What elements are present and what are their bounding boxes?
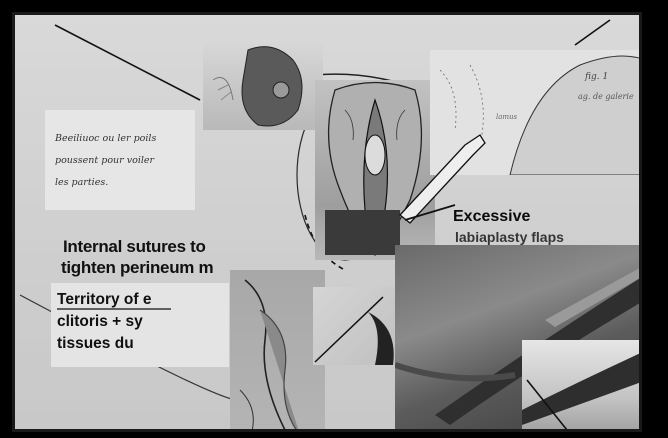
ink-sketch bbox=[230, 270, 325, 432]
incision-closeup-tile bbox=[522, 340, 642, 432]
territory-underline bbox=[51, 283, 229, 367]
heading-internal-sutures: Internal sutures to bbox=[63, 237, 206, 257]
collage-board: Beeiliuoc ou ler poils poussent pour voi… bbox=[12, 12, 642, 432]
heading-excessive-line2: labiaplasty flaps bbox=[455, 229, 564, 245]
heading-excessive: Excessive bbox=[453, 208, 530, 226]
territory-label-card: Territory of e clitoris + sy tissues du bbox=[51, 283, 229, 367]
heading-tighten-perineum: tighten perineum m bbox=[61, 258, 213, 278]
ink-sketch-tile bbox=[230, 270, 325, 432]
incision-closeup bbox=[522, 340, 642, 432]
